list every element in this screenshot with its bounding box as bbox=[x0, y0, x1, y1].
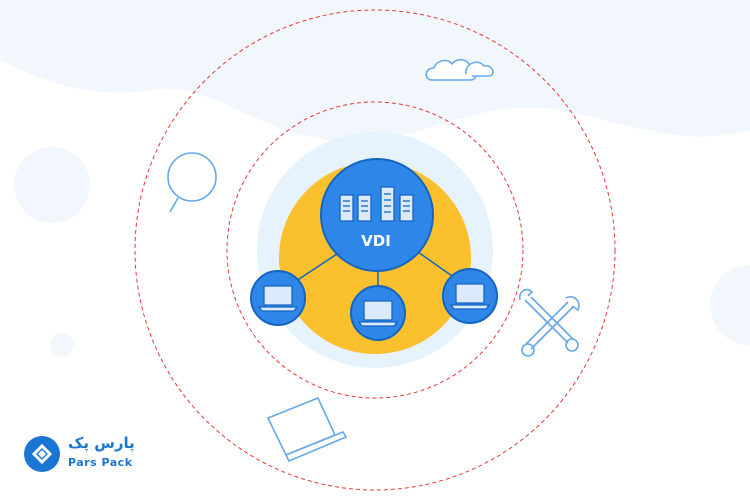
client-node-left bbox=[250, 270, 306, 326]
vdi-label: VDI bbox=[361, 232, 391, 250]
client-node-right bbox=[442, 268, 498, 324]
brand-name-en: Pars Pack bbox=[68, 456, 133, 469]
background-blob-right bbox=[710, 265, 750, 345]
magnifier-icon bbox=[167, 152, 217, 213]
vdi-hub-circle bbox=[320, 158, 434, 272]
outer-orbit bbox=[134, 9, 616, 491]
brand-name-fa: پارس پک bbox=[68, 434, 135, 452]
brand-mark: پارس پک Pars Pack bbox=[22, 434, 162, 480]
background-blob-left bbox=[14, 147, 90, 223]
laptop-icon bbox=[449, 283, 491, 310]
vdi-hub bbox=[320, 158, 434, 272]
laptop-icon bbox=[257, 285, 299, 312]
inner-orbit bbox=[226, 101, 524, 399]
laptop-outline-icon bbox=[266, 396, 348, 463]
background-dot-left bbox=[50, 333, 74, 357]
cloud-icon bbox=[425, 59, 494, 81]
client-node-middle bbox=[350, 285, 406, 341]
parspack-logo-icon bbox=[24, 436, 60, 472]
laptop-icon bbox=[357, 300, 399, 327]
background-blob-top bbox=[0, 0, 750, 142]
server-rack-icon bbox=[339, 186, 414, 222]
wrench-icon bbox=[518, 288, 580, 357]
